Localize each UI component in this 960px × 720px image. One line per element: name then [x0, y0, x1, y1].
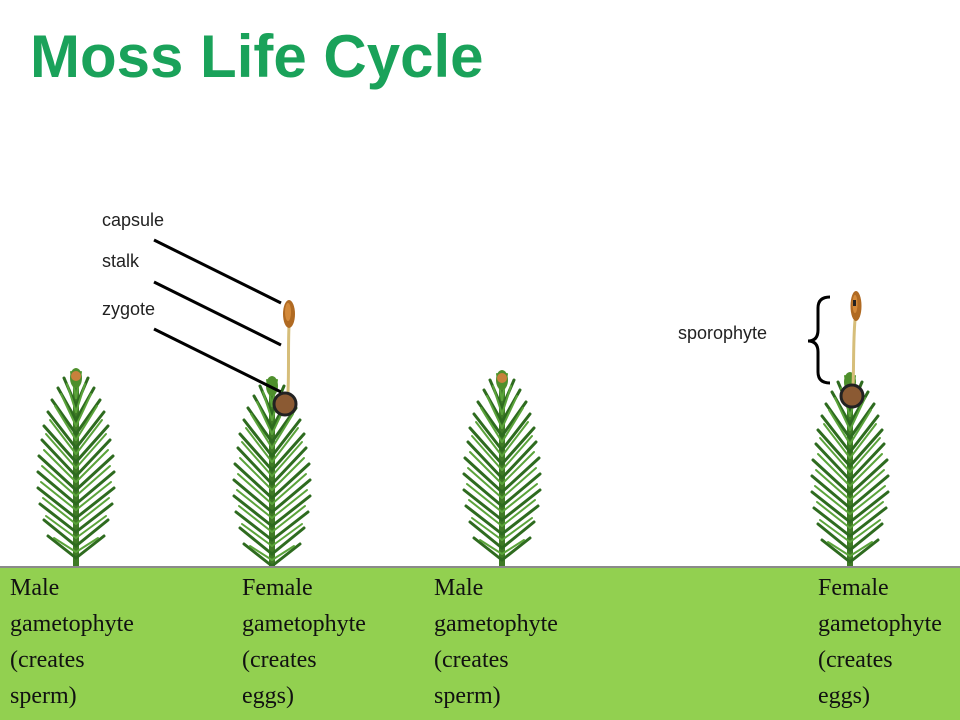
plant-label-female-1: Female gametophyte (creates eggs) — [242, 575, 366, 709]
page-title: Moss Life Cycle — [30, 23, 484, 90]
male-gametophyte-plant-2 — [464, 370, 540, 570]
sporophyte-stalk-2 — [851, 319, 857, 387]
sporophyte-bracket — [807, 295, 831, 385]
sporophyte-capsule-2 — [850, 291, 862, 321]
gametophyte-label-bar: Male gametophyte (creates sperm) Female … — [0, 566, 960, 720]
plant-label-male-1: Male gametophyte (creates sperm) — [10, 575, 134, 709]
male-gametophyte-plant-1 — [38, 368, 114, 568]
sporophyte-stalk — [286, 325, 291, 393]
female-gametophyte-plant-1 — [234, 376, 310, 576]
sporophyte-label: sporophyte — [678, 323, 768, 343]
stalk-pointer-line — [153, 280, 282, 347]
zygote-pointer-line — [153, 327, 282, 394]
capsule-pointer-line — [153, 238, 282, 305]
plant-label-female-2: Female gametophyte (creates eggs) — [818, 575, 942, 709]
stalk-label: stalk — [102, 251, 140, 271]
capsule-label: capsule — [102, 210, 165, 230]
zygote-circle-2 — [839, 383, 865, 409]
zygote-circle — [272, 391, 298, 417]
sporophyte-capsule — [283, 300, 295, 328]
plant-label-male-2: Male gametophyte (creates sperm) — [434, 575, 558, 709]
zygote-label: zygote — [102, 299, 156, 319]
